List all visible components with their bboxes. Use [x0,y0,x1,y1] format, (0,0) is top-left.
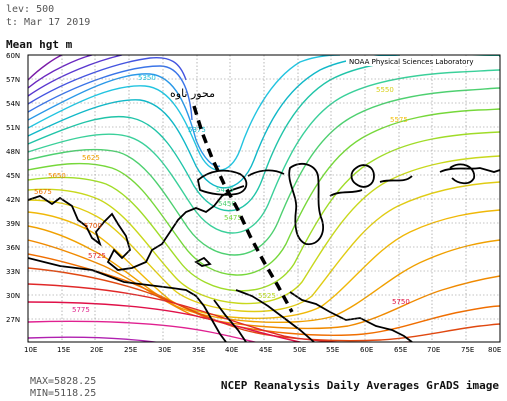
coastlines [28,162,500,342]
contour-label: 5700 [84,222,102,230]
aral-sea-coastline [350,164,375,188]
trough-axis-annotation: محور ناوه [170,87,215,100]
lon-tick: 10E [24,346,37,354]
contour-line [28,155,500,305]
trough-axis-line [192,105,294,313]
contour-label: 5650 [48,172,66,180]
longitude-ticks: 10E 15E 20E 25E 30E 35E 40E 45E 50E 55E … [24,346,501,354]
contour-line [28,65,193,121]
lat-tick: 33N [6,268,20,276]
plot-frame [27,54,501,343]
map-title: Mean hgt m [6,38,73,51]
lat-tick: 30N [6,292,20,300]
persian-gulf-coastline [289,291,413,342]
lat-tick: 60N [6,52,20,60]
contour-labels: 5350 5375 5425 5450 5475 5525 5550 5575 … [34,74,410,314]
lat-tick: 48N [6,148,20,156]
contour-label: 5625 [82,154,100,162]
contour-line [28,87,500,256]
contour-label: 5550 [376,86,394,94]
contour-label: 5725 [88,252,106,260]
lat-tick: 54N [6,100,20,108]
time-label: t: Mar 17 2019 [6,17,91,28]
contour-label: 5750 [392,298,410,306]
latitude-ticks: 60N 57N 54N 51N 48N 45N 42N 39N 36N 33N … [6,52,20,324]
asia-border [247,167,500,197]
lat-tick: 27N [6,316,20,324]
contour-line [28,55,401,189]
lon-tick: 80E [488,346,501,354]
lat-tick: 36N [6,244,20,252]
contour-line [28,55,93,89]
gulf-coastline [449,163,475,185]
contour-line [28,283,410,342]
contour-line [28,181,500,313]
lon-tick: 30E [158,346,171,354]
contour-line [28,56,187,105]
contour-line [28,253,500,336]
black-sea-coastline [197,169,248,196]
contour-line [28,55,63,81]
caspian-coastline [288,162,324,246]
height-contours [28,55,500,342]
contour-line [28,225,500,324]
level-label: lev: 500 [6,4,55,15]
contour-label: 5425 [216,186,234,194]
contour-label: 5475 [224,214,242,222]
lon-tick: 15E [57,346,70,354]
credit-box [346,56,499,66]
contour-label: 5575 [390,116,408,124]
min-value: MIN=5118.25 [30,388,97,399]
contour-line [28,131,500,292]
source-caption: NCEP Reanalysis Daily Averages GrADS ima… [220,379,499,392]
max-value: MAX=5828.25 [30,376,97,387]
graticule [28,55,500,342]
lat-tick: 39N [6,220,20,228]
contour-label: 5525 [258,292,276,300]
contour-line [28,73,221,167]
lat-tick: 57N [6,76,20,84]
contour-line [28,108,500,276]
contour-line [28,301,304,342]
contour-line [28,69,500,234]
africa-coastline [28,257,227,342]
lon-tick: 65E [394,346,407,354]
contour-label: 5775 [72,306,90,314]
lat-tick: 51N [6,124,20,132]
red-sea-coastline [213,299,247,342]
lon-tick: 55E [326,346,339,354]
europe-coastline [28,185,245,271]
contour-line [28,55,341,171]
contour-label: 5350 [138,74,156,82]
lon-tick: 75E [461,346,474,354]
lon-tick: 35E [192,346,205,354]
cyprus-outline [194,256,212,267]
contour-line [28,336,161,342]
contour-line [28,209,500,319]
lon-tick: 40E [225,346,238,354]
contour-line [28,239,500,330]
contour-label: 5375 [188,126,206,134]
lon-tick: 20E [90,346,103,354]
lon-tick: 50E [293,346,306,354]
lon-tick: 25E [124,346,137,354]
credit-text: NOAA Physical Sciences Laboratory [349,58,473,66]
lon-tick: 70E [427,346,440,354]
lat-tick: 42N [6,196,20,204]
lon-tick: 45E [259,346,272,354]
contour-label: 5675 [34,188,52,196]
lat-tick: 45N [6,172,20,180]
contour-line [28,55,123,97]
lon-tick: 60E [360,346,373,354]
contour-label: 5450 [218,200,236,208]
